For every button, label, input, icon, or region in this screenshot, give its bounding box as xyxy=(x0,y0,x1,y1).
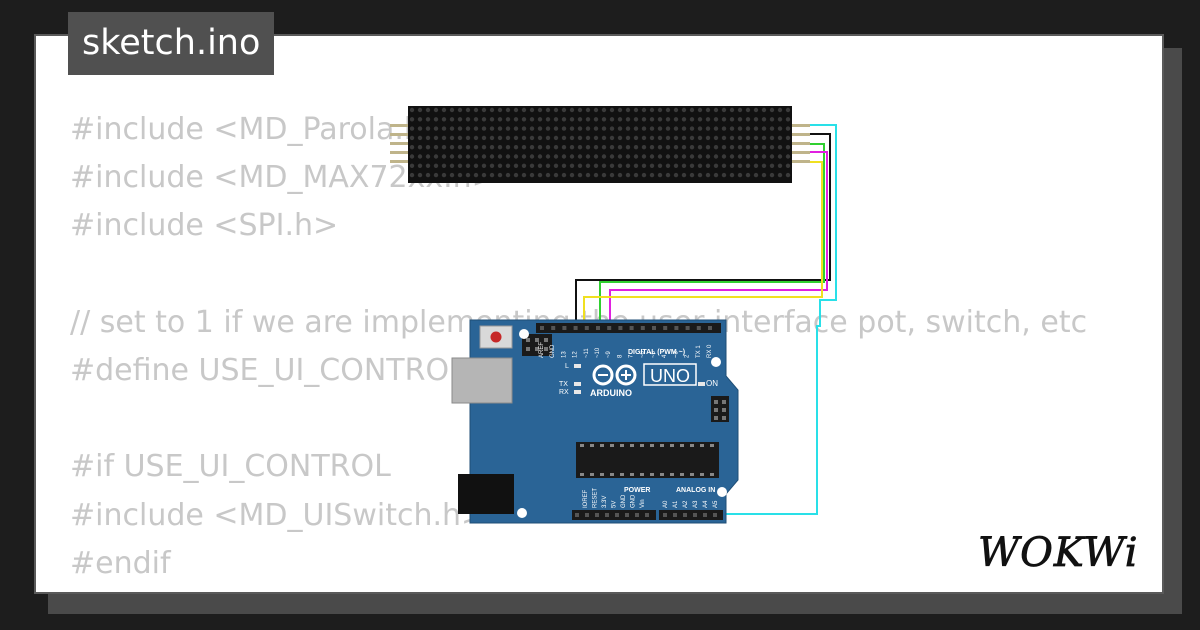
mount-hole xyxy=(717,487,727,497)
code-line: #include <MD_UISwitch.h> xyxy=(70,497,487,533)
microcontroller-chip xyxy=(576,442,719,478)
arduino-logo-icon xyxy=(592,364,637,386)
reset-button[interactable] xyxy=(490,331,502,343)
svg-text:RX: RX xyxy=(559,389,569,396)
wire-yellow xyxy=(583,161,823,326)
wires xyxy=(575,124,837,515)
pin-label: 3.3V xyxy=(602,496,608,508)
digital-header xyxy=(536,323,721,333)
pin-label: Vin xyxy=(640,499,646,508)
wire-cyan xyxy=(668,124,837,515)
svg-text:ON: ON xyxy=(706,379,718,388)
matrix-panel xyxy=(408,106,792,183)
pin-label: A1 xyxy=(673,500,679,508)
pin-label: A4 xyxy=(703,500,709,508)
matrix-pins-left xyxy=(390,124,410,163)
pin-label: A2 xyxy=(683,500,689,508)
chip-pins xyxy=(580,444,714,476)
code-line: #endif xyxy=(70,545,171,581)
usb-port xyxy=(451,357,513,404)
analog-label: ANALOG IN xyxy=(676,487,715,494)
power-header xyxy=(572,510,656,520)
svg-text:WOKWi: WOKWi xyxy=(978,530,1139,576)
icsp-pins-right xyxy=(714,400,726,420)
icsp-header-right xyxy=(711,396,729,422)
power-label: POWER xyxy=(624,487,650,494)
matrix-dots xyxy=(409,107,791,178)
digital-header-pins xyxy=(540,326,712,330)
pin-label: ~10 xyxy=(595,347,601,358)
power-jack xyxy=(458,474,514,514)
pin-label: ~11 xyxy=(584,348,590,358)
matrix-pins-right xyxy=(790,124,810,163)
code-line: #include <SPI.h> xyxy=(70,208,339,244)
pin-label: A0 xyxy=(663,500,669,508)
mount-hole xyxy=(517,508,527,518)
pin-label: GND xyxy=(631,494,637,508)
svg-text:L: L xyxy=(565,363,569,370)
wokwi-logo: WOKWi xyxy=(978,530,1139,576)
file-tab[interactable]: sketch.ino xyxy=(68,12,275,75)
pin-label: 12 xyxy=(573,351,579,358)
led-matrix-display xyxy=(390,106,810,183)
pin-label: 13 xyxy=(561,351,567,358)
pin-label: 2 xyxy=(685,354,691,358)
pin-label: IOREF xyxy=(583,489,589,508)
pin-label: ~9 xyxy=(606,350,612,358)
pin-label: 8 xyxy=(617,354,623,358)
pin-label: GND xyxy=(621,494,627,508)
code-line: #if USE_UI_CONTROL xyxy=(70,449,391,485)
pin-label: TX 1 xyxy=(696,345,702,358)
mount-hole xyxy=(711,357,721,367)
digital-label: DIGITAL (PWM ~) xyxy=(628,349,685,356)
pin-label: A3 xyxy=(693,500,699,508)
icsp-pins-top xyxy=(526,338,548,351)
pin-label: RESET xyxy=(593,488,599,508)
pin-label: AREF xyxy=(539,342,545,358)
board-model: UNO xyxy=(650,366,690,386)
wire-magenta xyxy=(609,151,828,326)
pin-label: ~3 xyxy=(673,350,679,358)
board-brand: ARDUINO xyxy=(590,388,632,398)
pin-label: RX 0 xyxy=(707,344,713,358)
svg-text:TX: TX xyxy=(559,381,568,388)
pin-label: GND xyxy=(550,344,556,358)
pin-label: A5 xyxy=(713,500,719,508)
bottom-header-pins xyxy=(575,513,717,517)
pin-label: 4 xyxy=(662,354,668,358)
pin-label: 5V xyxy=(612,501,618,508)
analog-pin-labels: A0 A1 A2 A3 A4 A5 xyxy=(663,500,719,508)
digital-pin-labels: AREF GND 13 12 ~11 ~10 ~9 8 7 ~6 ~5 4 ~3 2 TX 1 RX 0 xyxy=(539,342,713,358)
arduino-uno-board: AREF GND 13 12 ~11 ~10 ~9 8 7 ~6 ~5 4 ~3 2 TX 1 RX 0 DI… xyxy=(451,319,739,524)
status-leds: L TX RX ON xyxy=(559,363,718,396)
wire-black xyxy=(575,133,831,326)
mount-hole xyxy=(519,329,529,339)
pin-label: ~5 xyxy=(651,350,657,358)
pin-label: 7 xyxy=(629,354,635,358)
pin-label: ~6 xyxy=(640,350,646,358)
analog-header xyxy=(659,510,723,520)
uno-badge xyxy=(643,363,697,386)
